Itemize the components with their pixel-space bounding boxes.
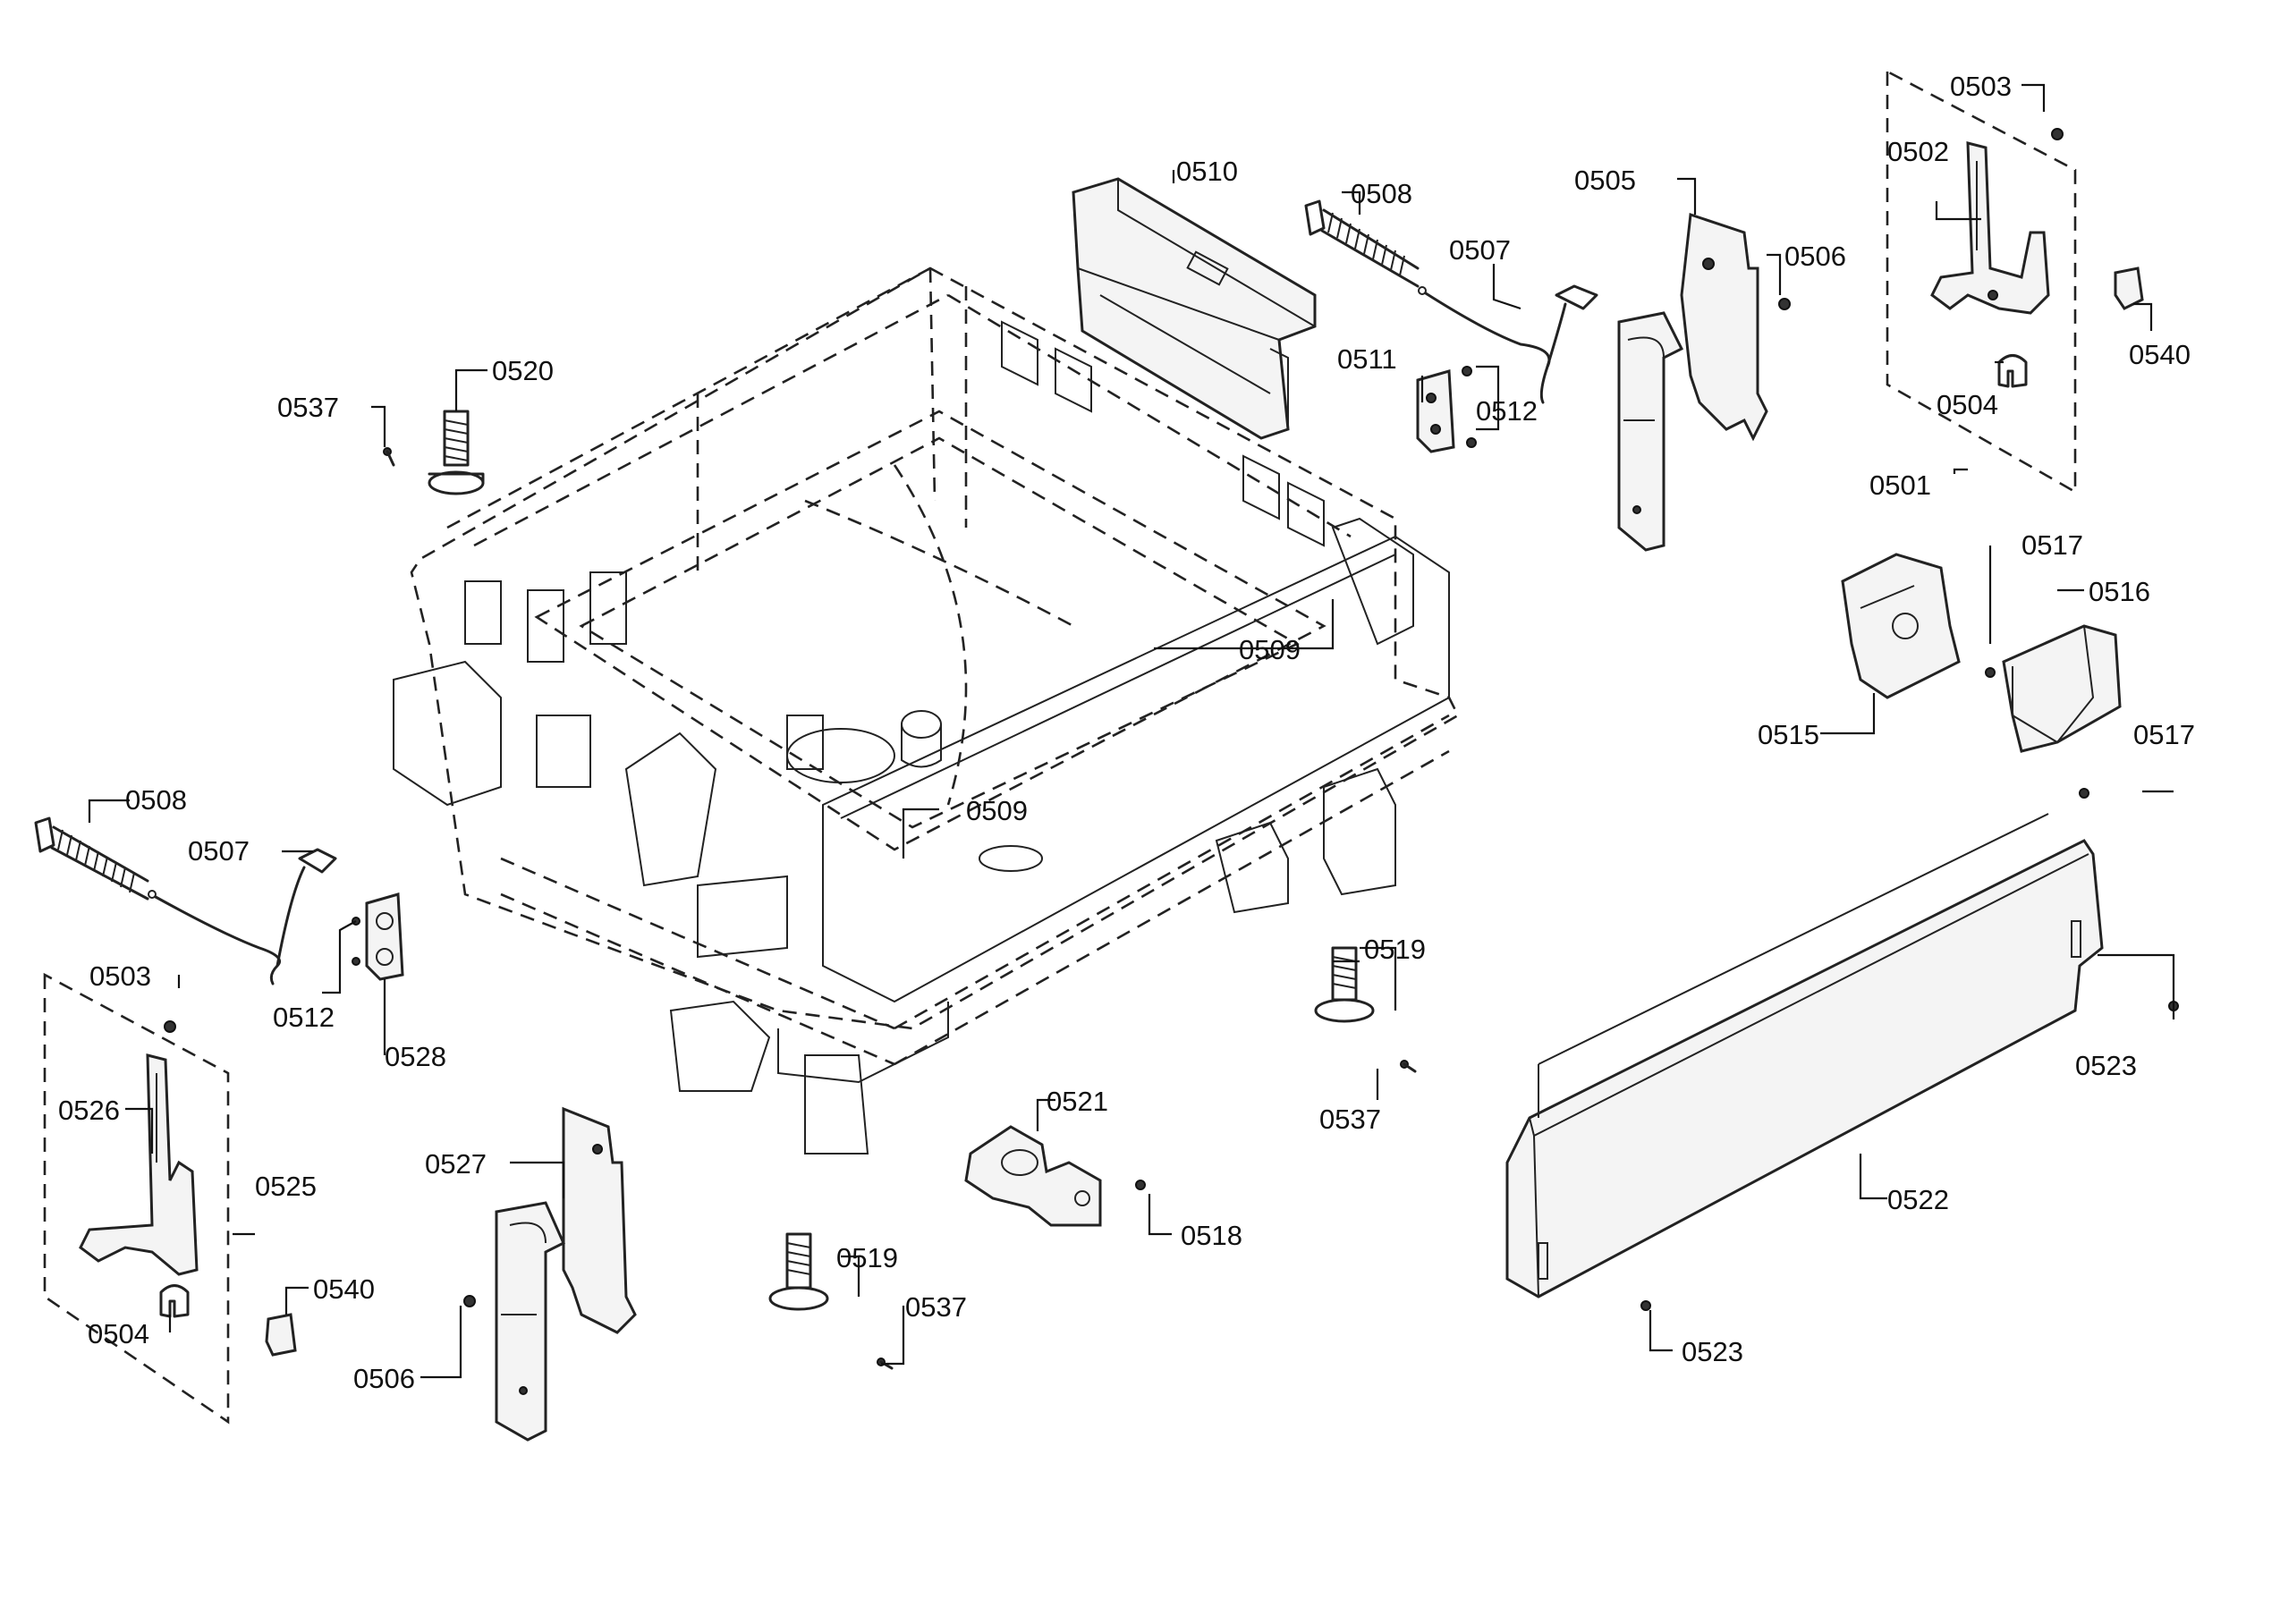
label-0504-top: 0504: [1937, 389, 1998, 420]
label-0540-top: 0540: [2129, 339, 2191, 370]
label-0518: 0518: [1181, 1220, 1242, 1251]
label-0521: 0521: [1047, 1086, 1108, 1117]
cable-left: [148, 848, 337, 985]
label-0520: 0520: [492, 355, 554, 386]
label-0503-top: 0503: [1950, 71, 2012, 102]
hinge-bracket-right: [1617, 212, 1791, 552]
label-0506-bottom: 0506: [353, 1363, 415, 1394]
label-0501: 0501: [1869, 469, 1931, 501]
label-0516: 0516: [2089, 576, 2150, 607]
label-0528: 0528: [385, 1041, 446, 1072]
leveling-foot-0519-right: [1314, 946, 1417, 1073]
cable-top: [1418, 284, 1598, 404]
label-0507-top: 0507: [1449, 234, 1511, 266]
label-0503-left: 0503: [89, 960, 151, 992]
label-0527: 0527: [425, 1148, 487, 1180]
kickplate-0522: [1505, 813, 2179, 1311]
label-0509-center: 0509: [966, 795, 1028, 826]
label-0512-top: 0512: [1476, 395, 1538, 427]
bracket-top-0511: [1416, 366, 1477, 453]
label-0540-left: 0540: [313, 1273, 375, 1305]
label-0517-top: 0517: [2021, 529, 2083, 561]
label-0506-top: 0506: [1784, 241, 1846, 272]
label-0509-top: 0509: [1239, 634, 1301, 665]
label-0505: 0505: [1574, 165, 1636, 196]
bracket-left-0528: [352, 892, 404, 981]
spring-top: [1304, 199, 1420, 288]
cover-0516: [2002, 624, 2122, 799]
label-0510: 0510: [1176, 156, 1238, 187]
label-0508-top: 0508: [1351, 178, 1412, 209]
label-0508-left: 0508: [125, 784, 187, 816]
label-0507-left: 0507: [188, 835, 250, 867]
tub-base-assembly: [393, 266, 1460, 1155]
spring-left: [34, 816, 149, 901]
inlet-valve-0521: [964, 1125, 1146, 1227]
label-0523-bottom: 0523: [1682, 1336, 1743, 1367]
label-0522: 0522: [1887, 1184, 1949, 1215]
label-0502: 0502: [1887, 136, 1949, 167]
label-0515: 0515: [1758, 719, 1819, 750]
label-0519-right: 0519: [1364, 934, 1426, 965]
part-labels: 0503 0502 0501 0504 0540 0505 0506 0510 …: [58, 71, 2195, 1394]
control-module: [1072, 177, 1317, 440]
label-0525: 0525: [255, 1171, 317, 1202]
label-0519-left: 0519: [836, 1242, 898, 1273]
label-0511: 0511: [1337, 343, 1397, 375]
leader-lines: [88, 83, 2175, 1379]
label-0504-left: 0504: [88, 1318, 149, 1349]
label-0537-right: 0537: [1319, 1104, 1381, 1135]
label-0523-right: 0523: [2075, 1050, 2137, 1081]
bracket-0515: [1841, 553, 1996, 699]
hinge-bracket-left: [463, 1106, 637, 1442]
label-0512-left: 0512: [273, 1002, 335, 1033]
hinge-assembly-top-right: [1886, 69, 2144, 495]
label-0537-bottom: 0537: [905, 1291, 967, 1323]
leveling-foot-0520: [383, 410, 485, 495]
label-0517-bottom: 0517: [2133, 719, 2195, 750]
label-0526: 0526: [58, 1095, 120, 1126]
label-0537-topleft: 0537: [277, 392, 339, 423]
hinge-assembly-left: [43, 972, 297, 1425]
